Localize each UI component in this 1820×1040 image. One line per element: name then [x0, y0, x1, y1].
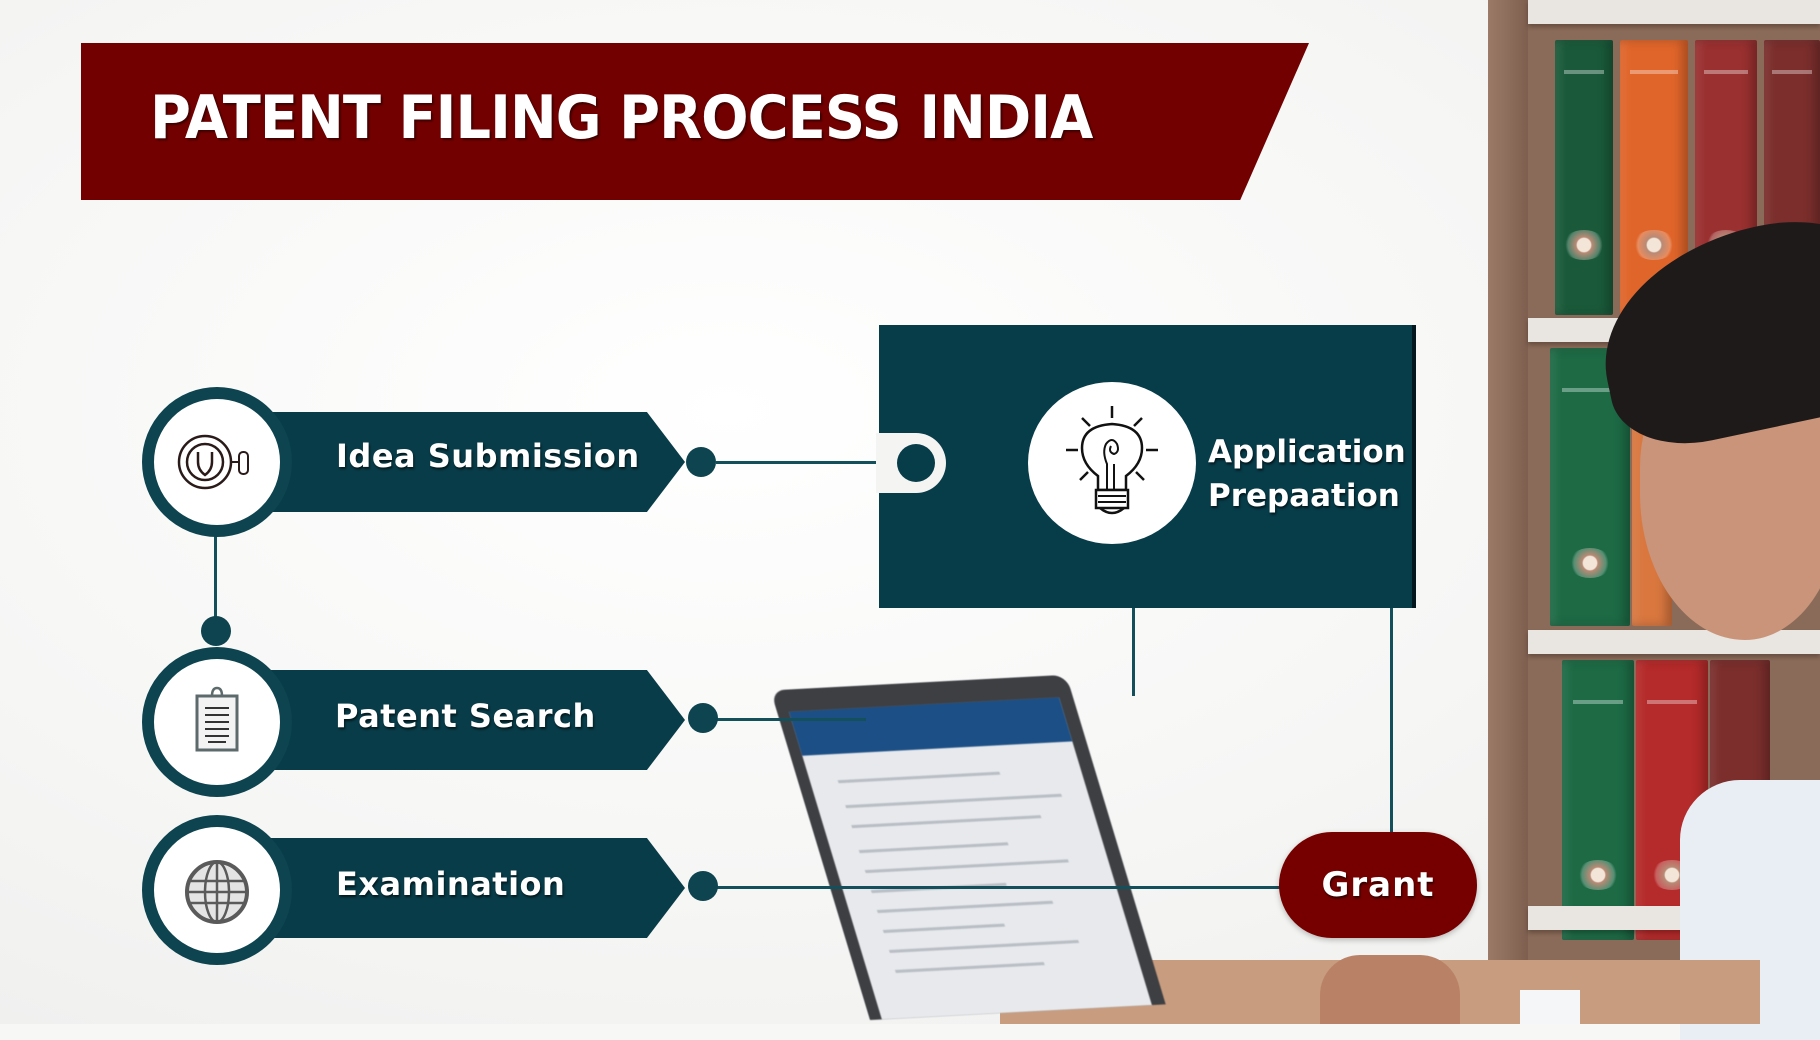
globe-icon [185, 860, 249, 924]
step-label-patent-search: Patent Search [335, 697, 596, 735]
patent-seal-icon [177, 434, 249, 490]
connector-knob [897, 444, 935, 482]
step-banner-examination [262, 838, 685, 938]
step-banner-idea-submission [262, 412, 685, 512]
application-preparation-label: Application Prepaation [1208, 430, 1406, 518]
connector-application-to-grant [1390, 600, 1393, 834]
connector-idea-to-search [214, 530, 217, 630]
step-dot-examination [688, 871, 718, 901]
shirt-cuff [1520, 990, 1580, 1024]
step-dot-idea-submission [686, 447, 716, 477]
grant-pill: Grant [1279, 832, 1477, 938]
connector-examination-to-grant [716, 886, 1286, 889]
book-green [1562, 660, 1634, 940]
person-hand [1320, 955, 1460, 1024]
connector-application-down [1132, 600, 1135, 696]
step-label-idea-submission: Idea Submission [336, 437, 640, 475]
step-banner-patent-search [262, 670, 685, 770]
title-banner [81, 43, 1309, 200]
application-label-line1: Application [1208, 434, 1406, 470]
connector-idea-to-application [716, 461, 906, 464]
grant-label: Grant [1321, 865, 1435, 905]
connector-dot [201, 616, 231, 646]
step-label-examination: Examination [336, 865, 566, 903]
lightbulb-icon [1066, 406, 1158, 515]
connector-search-to-laptop [716, 718, 866, 721]
page-title: PATENT FILING PROCESS INDIA [150, 83, 1093, 153]
shelf-board [1528, 0, 1820, 24]
book-green [1555, 40, 1613, 315]
shelf-board [1528, 630, 1820, 654]
application-label-line2: Prepaation [1208, 478, 1400, 514]
clipboard-document-icon [195, 686, 239, 752]
bookshelf-post [1488, 0, 1528, 1000]
step-dot-patent-search [688, 703, 718, 733]
